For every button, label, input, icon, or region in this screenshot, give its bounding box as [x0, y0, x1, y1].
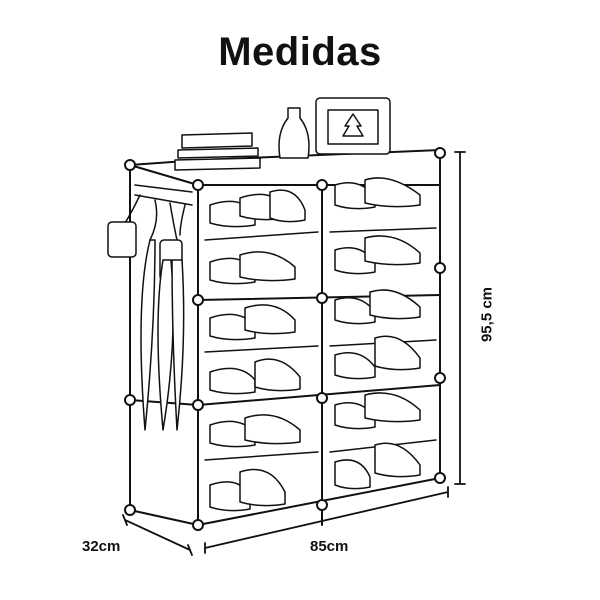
rack-front-frame	[197, 184, 441, 526]
width-label: 85cm	[310, 538, 349, 555]
height-dimension-line	[454, 151, 466, 485]
books	[174, 132, 261, 171]
height-label: 95,5 cm	[478, 286, 496, 343]
shoes	[209, 177, 421, 512]
connector-nodes	[124, 147, 446, 531]
vase	[278, 107, 310, 159]
depth-label: 32cm	[82, 538, 121, 555]
width-dimension-line	[204, 486, 449, 554]
top-decor	[174, 97, 391, 171]
dimension-lines	[122, 151, 466, 556]
depth-dimension-line	[122, 514, 193, 556]
hooks-and-umbrellas	[107, 184, 193, 431]
page-title: Medidas	[218, 30, 382, 74]
